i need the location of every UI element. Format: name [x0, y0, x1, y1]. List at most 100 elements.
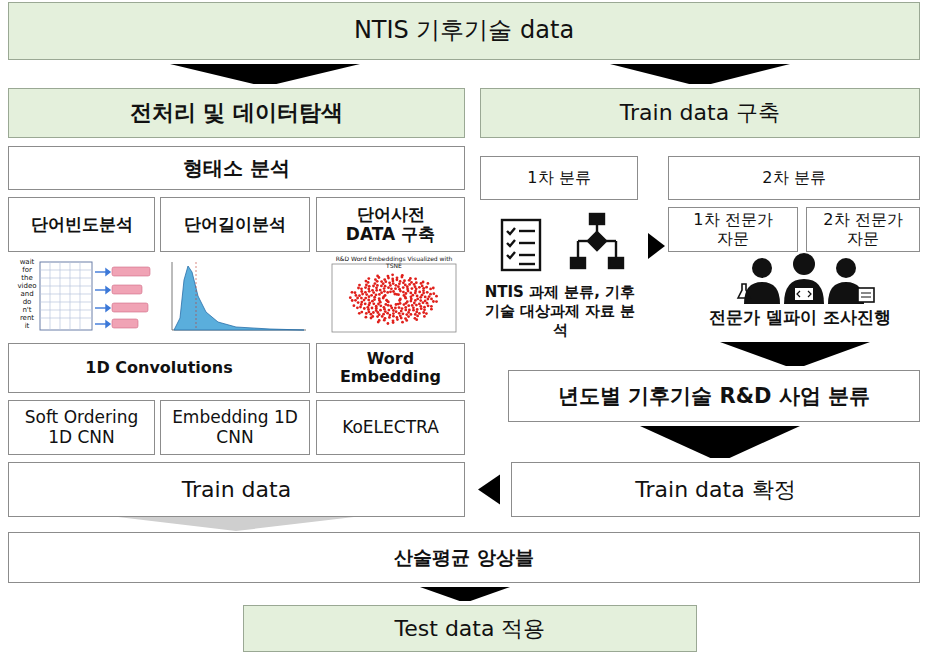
box-label: Train data: [182, 477, 291, 502]
scatter-dot: [397, 285, 400, 288]
scatter-dot: [415, 304, 418, 307]
merge-funnel: [118, 517, 354, 531]
scatter-dot: [383, 278, 386, 281]
scatter-dot: [351, 291, 354, 294]
scatter-dot: [399, 280, 402, 283]
scatter-dot: [415, 318, 418, 321]
scatter-dot: [392, 290, 395, 293]
scatter-dot: [364, 302, 367, 305]
scatter-dot: [424, 300, 427, 303]
scatter-dot: [356, 306, 359, 309]
scatter-dot: [398, 282, 401, 285]
scatter-dot: [380, 285, 383, 288]
scatter-dot: [381, 315, 384, 318]
scatter-dot: [427, 304, 430, 307]
scatter-dot: [373, 296, 376, 299]
scatter-dot: [396, 318, 399, 321]
scatter-dot: [416, 315, 419, 318]
scatter-dot: [414, 313, 417, 316]
scatter-dot: [360, 297, 363, 300]
scatter-dot: [409, 292, 412, 295]
scatter-dot: [377, 303, 380, 306]
scatter-dot: [407, 304, 410, 307]
box-label: Test data 적용: [395, 616, 546, 641]
flow-arrow: [478, 475, 500, 505]
scatter-dot: [392, 312, 395, 315]
scatter-dot: [423, 306, 426, 309]
process-box: 형태소 분석: [8, 146, 465, 190]
tsne-scatter: [332, 264, 456, 332]
scatter-dot: [389, 290, 392, 293]
scatter-dot: [367, 288, 370, 291]
scatter-dot: [402, 291, 405, 294]
scatter-dot: [428, 295, 431, 298]
header-box: Test data 적용: [243, 605, 697, 652]
scatter-dot: [401, 274, 404, 277]
scatter-dot: [363, 299, 366, 302]
scatter-dot: [376, 275, 379, 278]
process-box: 1차 분류: [480, 156, 638, 200]
box-label: 2차 분류: [762, 169, 825, 187]
scatter-dot: [368, 295, 371, 298]
scatter-dot: [429, 293, 432, 296]
scatter-dot: [371, 307, 374, 310]
scatter-dot: [372, 285, 375, 288]
process-box: 년도별 기후기술 R&D 사업 분류: [508, 370, 920, 422]
scatter-dot: [405, 292, 408, 295]
scatter-dot: [421, 285, 424, 288]
scatter-dot: [364, 286, 367, 289]
scatter-dot: [354, 299, 357, 302]
box-label: Embedding 1D CNN: [165, 408, 305, 447]
scatter-dot: [387, 286, 390, 289]
scatter-dot: [407, 315, 410, 318]
scatter-dot: [387, 275, 390, 278]
process-box: 단어길이분석: [160, 197, 310, 252]
scatter-dot: [430, 305, 433, 308]
scatter-dot: [375, 293, 378, 296]
process-box: 1차 전문가 자문: [668, 207, 798, 252]
scatter-dot: [359, 306, 362, 309]
box-label: 2차 전문가 자문: [816, 211, 911, 248]
scatter-dot: [356, 297, 359, 300]
scatter-dot: [357, 287, 360, 290]
scatter-dot: [418, 291, 421, 294]
process-box: 2차 전문가 자문: [806, 207, 920, 252]
scatter-dot: [387, 322, 390, 325]
header-box: 전처리 및 데이터탐색: [8, 88, 465, 138]
scatter-dot: [384, 285, 387, 288]
scatter-dot: [368, 290, 371, 293]
process-box: Train data 확정: [511, 462, 920, 517]
scatter-dot: [420, 307, 423, 310]
scatter-dot: [425, 312, 428, 315]
process-box: Word Embedding: [316, 343, 465, 393]
scatter-dot: [391, 273, 394, 276]
scatter-dot: [423, 315, 426, 318]
scatter-dot: [415, 311, 418, 314]
process-box: Train data: [8, 462, 465, 517]
scatter-dot: [435, 295, 438, 298]
box-label: 1차 전문가 자문: [686, 211, 781, 248]
scatter-dot: [376, 315, 379, 318]
scatter-dot: [388, 281, 391, 284]
scatter-dot: [430, 308, 433, 311]
flow-arrow: [610, 64, 790, 84]
scatter-dot: [383, 319, 386, 322]
scatter-dot: [394, 287, 397, 290]
scatter-dot: [422, 287, 425, 290]
process-box: Soft Ordering 1D CNN: [8, 400, 155, 455]
scatter-dot: [358, 312, 361, 315]
scatter-dot: [403, 303, 406, 306]
process-box: KoELECTRA: [316, 400, 465, 455]
scatter-dot: [414, 285, 417, 288]
scatter-dot: [390, 287, 393, 290]
scatter-dot: [410, 281, 413, 284]
scatter-dot: [360, 303, 363, 306]
length-histogram: [172, 262, 306, 330]
scatter-dot: [367, 299, 370, 302]
box-label: 년도별 기후기술 R&D 사업 분류: [558, 384, 870, 408]
scatter-dot: [386, 312, 389, 315]
flow-arrow: [648, 233, 665, 259]
scatter-dot: [358, 284, 361, 287]
box-label: KoELECTRA: [342, 418, 439, 438]
scatter-dot: [399, 298, 402, 301]
